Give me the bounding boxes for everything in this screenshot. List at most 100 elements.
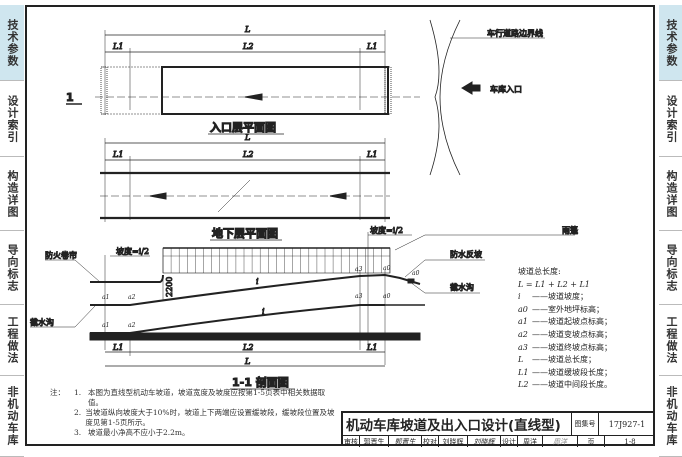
- legend-symbol: L2: [518, 380, 529, 390]
- note-text: 本图为直线型机动车坡道，坡道宽度及坡度应按第1-5页表中相关数据取值。: [88, 388, 326, 407]
- atlas-label: 图集号: [572, 413, 599, 435]
- drain-label: 截水沟: [450, 282, 474, 292]
- entrance-arrow-icon: [461, 81, 481, 95]
- note-num: 1.: [74, 388, 82, 397]
- sidebar-item-construction-details[interactable]: 构造详图: [659, 157, 682, 231]
- review-label: 审核: [344, 436, 360, 447]
- designer: 周洋: [518, 436, 543, 447]
- notes-prefix: 注：: [50, 388, 65, 397]
- fire-shutter-label: 防火卷帘: [45, 250, 77, 260]
- dim-L2: L2: [242, 42, 253, 51]
- sidebar-item-construction-details[interactable]: 构造详图: [0, 157, 24, 231]
- sidebar-item-design-index[interactable]: 设计索引: [659, 81, 682, 157]
- legend-description: ——坡道变坡点标高；: [532, 329, 612, 339]
- legend-description: ——坡道缓坡段长度；: [532, 367, 612, 377]
- note-text: 当坡道纵向坡度大于10%时，坡道上下两端应设置缓坡段，缓坡段位置及坡度见第1-5…: [85, 408, 335, 427]
- check-label: 校对: [423, 436, 439, 447]
- elev-a0: a0: [383, 293, 391, 300]
- page-label: 页: [578, 436, 605, 447]
- elev-a2: a2: [128, 322, 136, 329]
- legend-description: ——坡道终坡点标高；: [532, 342, 612, 352]
- legend-symbol: L1: [518, 367, 529, 377]
- legend-item: i ——坡道坡度；: [518, 291, 612, 304]
- sidebar-item-signage[interactable]: 导向标志: [659, 231, 682, 305]
- drain-label: 截水沟: [30, 317, 54, 327]
- notes: 注：1.本图为直线型机动车坡道，坡道宽度及坡度应按第1-5页表中相关数据取值。 …: [50, 388, 340, 438]
- basement-plan-title: 地下层平面图: [212, 226, 278, 240]
- legend-title: 坡道总长度:: [518, 267, 561, 276]
- note-num: 2.: [74, 408, 82, 417]
- checker: 刘晓辉: [439, 436, 468, 447]
- clearance-dim: 2200: [165, 277, 174, 297]
- sidebar-item-engineering-methods[interactable]: 工程做法: [659, 305, 682, 376]
- legend-item: a3 ——坡道终坡点标高；: [518, 342, 612, 355]
- section-title: 1-1 剖面图: [232, 375, 289, 389]
- sidebar-item-tech-params[interactable]: 技术参数: [0, 5, 24, 81]
- design-label: 设计: [502, 436, 518, 447]
- sidebar-item-design-index[interactable]: 设计索引: [0, 81, 24, 157]
- legend-item: L2——坡道中间段长度。: [518, 379, 612, 392]
- entrance-plan-title: 入口层平面图: [210, 121, 276, 134]
- note-num: 3.: [74, 428, 82, 437]
- legend-symbol: i: [518, 292, 521, 302]
- legend-symbol: L: [518, 355, 524, 365]
- dim-L2: L2: [242, 150, 253, 159]
- reviewer: 郭晋生: [360, 436, 389, 447]
- sidebar-item-tech-params[interactable]: 技术参数: [659, 5, 682, 81]
- section-1-1: 2200 坡度=i/2 坡度=i/2 i i 雨篷 防火卷帘 防水反坡 截水沟 …: [30, 225, 579, 390]
- elev-a3: a3: [355, 266, 363, 273]
- entrance-label: 车库入口: [490, 84, 522, 94]
- legend-item: L1——坡道缓坡段长度；: [518, 367, 612, 380]
- road-edge-label: 车行道路边界线: [487, 28, 543, 38]
- dim-L: L: [244, 25, 250, 34]
- dim-L2: L2: [242, 343, 253, 352]
- legend-description: ——室外地坪标高；: [532, 304, 604, 314]
- slope-half-label: 坡度=i/2: [116, 246, 149, 256]
- elev-a0: a0: [383, 265, 391, 272]
- direction-arrow-icon: [329, 192, 347, 200]
- dim-L1: L1: [366, 150, 377, 159]
- legend-item: a0——室外地坪标高；: [518, 304, 612, 317]
- legend-item: a2——坡道变坡点标高；: [518, 329, 612, 342]
- atlas-number: 17J927-1: [608, 419, 646, 429]
- entrance-plan: L L1 L2 L1 1 车行道路边界线 车库入口 入口层平面图: [66, 19, 545, 176]
- note-text: 坡道最小净高不应小于2.2m。: [88, 428, 190, 437]
- sidebar-item-signage[interactable]: 导向标志: [0, 231, 24, 305]
- dim-L1: L1: [366, 42, 377, 51]
- reviewer-signature: 郭晋生: [389, 436, 422, 447]
- drawing-frame: [25, 5, 655, 446]
- elev-a2: a2: [128, 294, 136, 301]
- canopy-label: 雨篷: [562, 225, 578, 235]
- sidebar-left: 技术参数 设计索引 构造详图 导向标志 工程做法 非机动车库: [0, 5, 24, 457]
- sidebar-right: 技术参数 设计索引 构造详图 导向标志 工程做法 非机动车库: [659, 5, 682, 457]
- legend-description: ——坡道总长度；: [532, 355, 596, 365]
- checker-signature: 刘晓辉: [468, 436, 501, 447]
- title-block: 机动车库坡道及出入口设计(直线型) 图集号 17J927-1 审核 郭晋生 郭晋…: [341, 411, 655, 447]
- legend: 坡道总长度: L = L1 + L2 + L1 i ——坡道坡度； a0——室外地坪…: [518, 266, 612, 392]
- direction-arrow-icon: [244, 93, 263, 101]
- legend-description: ——坡道坡度；: [532, 292, 588, 302]
- elev-a1: a1: [102, 322, 109, 329]
- direction-arrow-icon: [149, 192, 167, 200]
- section-mark: 1: [66, 91, 74, 104]
- legend-item: a1 ——坡道起坡点标高；: [518, 316, 612, 329]
- dim-L1: L1: [112, 150, 123, 159]
- dim-L: L: [244, 133, 250, 142]
- legend-symbol: a1: [518, 317, 528, 327]
- dim-L1: L1: [366, 343, 377, 352]
- legend-formula: L = L1 + L2 + L1: [518, 279, 590, 289]
- drawing-title: 机动车库坡道及出入口设计(直线型): [343, 413, 572, 435]
- legend-description: ——坡道中间段长度。: [532, 380, 612, 390]
- dim-L1: L1: [112, 343, 123, 352]
- slope-i: i: [256, 277, 259, 286]
- basement-plan: L L1 L2 L1 地下层平面图: [100, 133, 390, 241]
- legend-symbol: a3: [518, 342, 528, 352]
- elev-a1: a1: [102, 294, 109, 301]
- elev-a0: a0: [412, 270, 420, 277]
- dim-L: L: [244, 357, 250, 366]
- sidebar-item-engineering-methods[interactable]: 工程做法: [0, 305, 24, 376]
- slope-half-label: 坡度=i/2: [370, 225, 403, 235]
- elev-a3: a3: [355, 293, 363, 300]
- legend-description: ——坡道起坡点标高；: [532, 317, 612, 327]
